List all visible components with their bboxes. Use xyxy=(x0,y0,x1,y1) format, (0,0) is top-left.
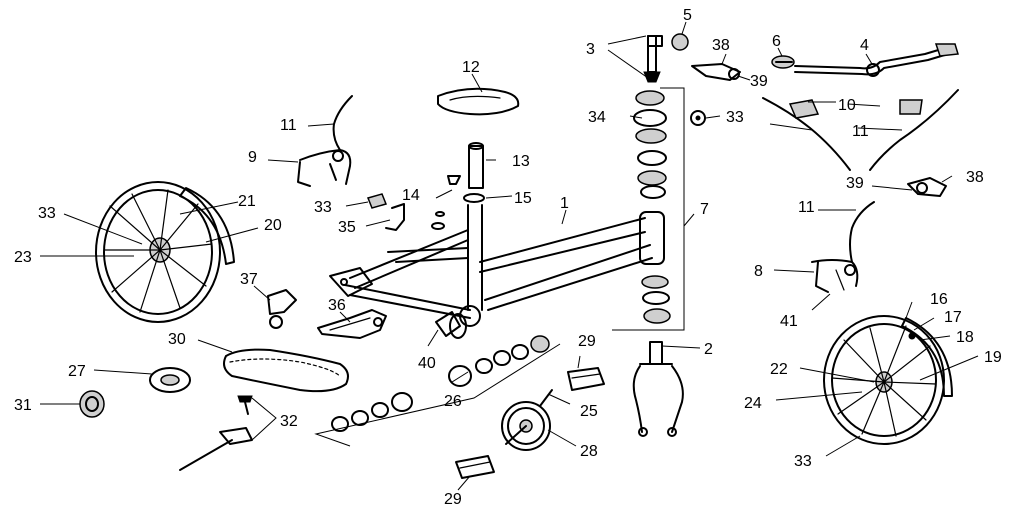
callout-5: 5 xyxy=(683,7,692,24)
callout-25: 25 xyxy=(580,403,598,420)
callout-27: 27 xyxy=(68,363,86,380)
callout-34: 34 xyxy=(588,109,606,126)
callout-35: 35 xyxy=(338,219,356,236)
callout-6: 6 xyxy=(772,33,781,50)
rear-caliper-brake-part xyxy=(297,149,352,187)
callout-10: 10 xyxy=(838,97,856,114)
callout-26: 26 xyxy=(444,393,462,410)
callout-33-rear-left: 33 xyxy=(38,205,56,222)
chain-guard-part xyxy=(317,309,387,339)
callout-21: 21 xyxy=(238,193,256,210)
callout-22: 22 xyxy=(770,361,788,378)
callout-8: 8 xyxy=(754,263,763,280)
callout-18: 18 xyxy=(956,329,974,346)
seat-clamp-part xyxy=(463,193,485,203)
callout-40: 40 xyxy=(418,355,436,372)
callout-11-top-right: 11 xyxy=(852,123,869,140)
crank-bearings-part xyxy=(331,392,413,432)
stem-part xyxy=(771,55,795,69)
callout-39-right: 39 xyxy=(846,175,864,192)
callout-33-headset: 33 xyxy=(726,109,744,126)
callout-29-top: 29 xyxy=(578,333,596,350)
callout-23: 23 xyxy=(14,249,32,266)
rear-nut-part xyxy=(366,193,388,209)
callout-12: 12 xyxy=(462,59,480,76)
pedal-top-part xyxy=(567,367,605,391)
callout-11-right: 11 xyxy=(798,199,815,216)
seat-post-part xyxy=(468,142,484,189)
callout-29-bottom: 29 xyxy=(444,491,462,508)
callout-24: 24 xyxy=(744,395,762,412)
callout-33-front-wheel: 33 xyxy=(794,453,812,470)
front-fork-part xyxy=(632,341,684,437)
callout-19: 19 xyxy=(984,349,1002,366)
front-fender-part xyxy=(901,317,953,397)
derailleur-part xyxy=(267,289,297,329)
frame-part xyxy=(329,204,665,327)
handlebar-part xyxy=(794,43,959,77)
callout-31: 31 xyxy=(14,397,32,414)
chainring-crank-part xyxy=(501,389,553,451)
callout-37: 37 xyxy=(240,271,258,288)
right-brake-lever-part xyxy=(907,177,947,197)
saddle-part xyxy=(437,87,520,116)
callout-labels: 1 2 3 4 5 6 7 8 9 10 11 11 11 12 13 14 1… xyxy=(14,7,1002,508)
pedal-bottom-part xyxy=(455,455,495,479)
seat-bolt-part xyxy=(431,175,461,230)
front-wheel-part xyxy=(823,315,945,445)
callout-7: 7 xyxy=(700,201,709,218)
reflector-bracket-part xyxy=(385,203,405,231)
front-caliper-brake-part xyxy=(811,259,859,293)
callout-36: 36 xyxy=(328,297,346,314)
callout-38-right: 38 xyxy=(966,169,984,186)
leader-lines xyxy=(40,21,979,491)
callout-3: 3 xyxy=(586,41,595,58)
callout-30: 30 xyxy=(168,331,186,348)
callout-14: 14 xyxy=(402,187,420,204)
cable-guide-part xyxy=(788,99,923,119)
freewheel-part xyxy=(79,390,105,418)
bottom-bracket-bearings-part xyxy=(448,335,550,387)
callout-1: 1 xyxy=(560,195,569,212)
callout-11-top-left: 11 xyxy=(280,117,297,134)
rear-sprocket-part xyxy=(149,367,191,393)
callout-17: 17 xyxy=(944,309,962,326)
callout-28: 28 xyxy=(580,443,598,460)
callout-2: 2 xyxy=(704,341,713,358)
rear-wheel-part xyxy=(95,181,221,323)
callout-15: 15 xyxy=(514,190,532,207)
rear-fender-part xyxy=(179,187,235,265)
callout-39-left: 39 xyxy=(750,73,768,90)
callout-41: 41 xyxy=(780,313,798,330)
stem-bolt-part xyxy=(647,33,689,51)
headset-stack-part xyxy=(633,35,671,324)
bb-cup-part xyxy=(435,311,467,339)
callout-38-left: 38 xyxy=(712,37,730,54)
callout-20: 20 xyxy=(264,217,282,234)
callout-13: 13 xyxy=(512,153,530,170)
callout-4: 4 xyxy=(860,37,869,54)
kickstand-part xyxy=(179,395,253,471)
left-brake-lever-part xyxy=(691,63,741,81)
callout-16: 16 xyxy=(930,291,948,308)
callout-9: 9 xyxy=(248,149,257,166)
callout-32: 32 xyxy=(280,413,298,430)
headset-nut-part xyxy=(690,110,706,126)
bicycle-chain-part xyxy=(223,348,349,393)
callout-33-frame: 33 xyxy=(314,199,332,216)
